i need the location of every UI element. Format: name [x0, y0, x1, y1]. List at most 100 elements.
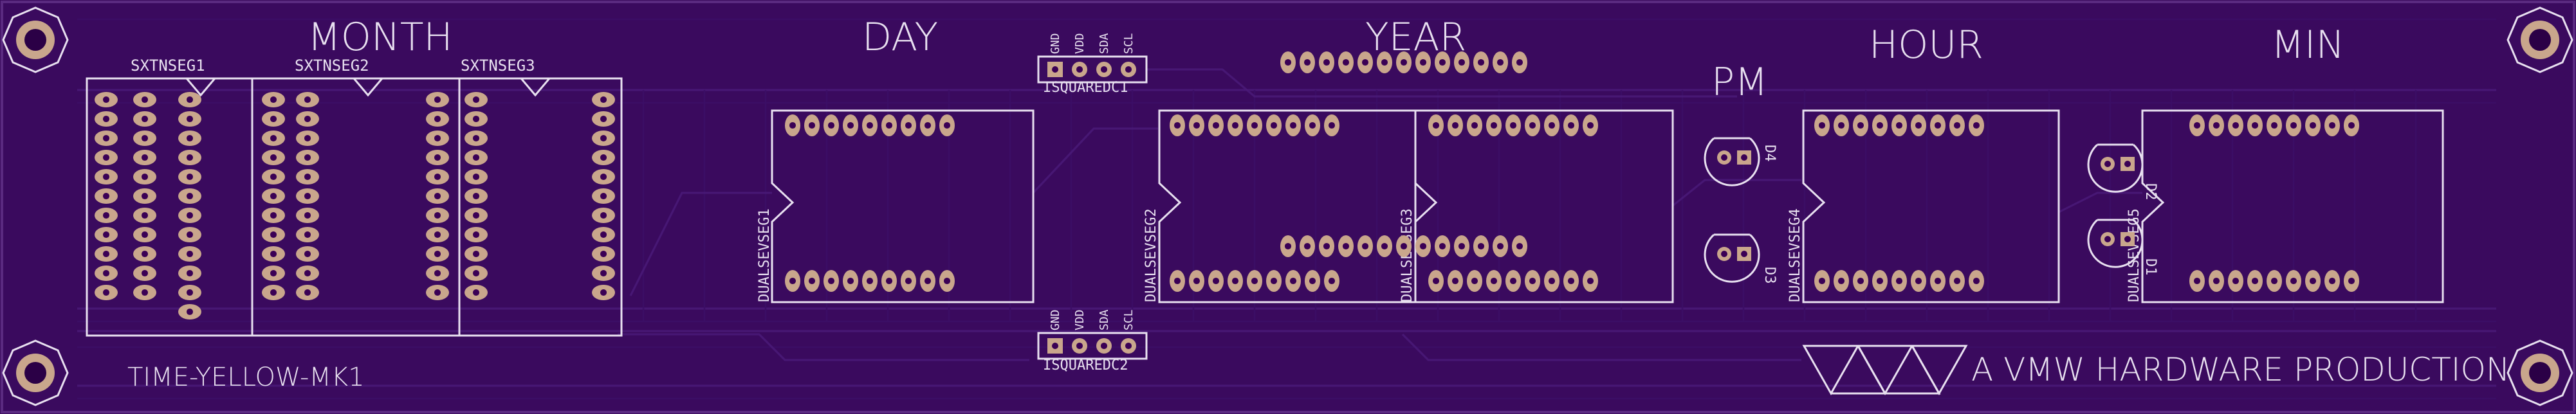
- sxtn-pad-hole: [186, 308, 194, 316]
- copper-trace: [2058, 192, 2142, 213]
- sxtn-pad-hole: [141, 96, 149, 104]
- sxtn-pad-hole: [186, 115, 194, 123]
- dualsevseg-pads: [785, 114, 2359, 292]
- sxtn-pad-hole: [434, 154, 441, 161]
- sxtn-pad-hole: [102, 289, 110, 296]
- dual-pad-bottom-hole: [885, 277, 893, 285]
- board-title: TIME-YELLOW-MK1: [127, 363, 365, 392]
- sxtn-pad-hole: [600, 269, 607, 277]
- year-top-pad-hole: [1516, 59, 1523, 66]
- sxtn-pad-hole: [141, 173, 149, 181]
- sxtn-pad-hole: [102, 115, 110, 123]
- dual-pad-top-hole: [1451, 122, 1459, 129]
- sxtn-pad-hole: [186, 173, 194, 181]
- sxtn-pad-hole: [472, 289, 480, 296]
- led-d1-outline: [2087, 219, 2144, 268]
- dual-pad-top-hole: [1895, 122, 1903, 129]
- dual-pad-top-hole: [905, 122, 912, 129]
- sxtn-pad-hole: [102, 192, 110, 200]
- dual-pad-top-hole: [1432, 122, 1440, 129]
- copper-traces: [77, 18, 2496, 400]
- year-top-pad-hole: [1323, 59, 1330, 66]
- sxtn-pad-hole: [600, 289, 607, 296]
- sxtn-pad-hole: [102, 134, 110, 142]
- sxtn-pad-hole: [186, 212, 194, 219]
- day-label: DAY: [862, 15, 938, 60]
- sxtn-pad-hole: [141, 269, 149, 277]
- dualsevseg5-label: DUALSEVSEG5: [2126, 208, 2142, 302]
- dual-pad-top-hole: [827, 122, 835, 129]
- dual-pad-bottom-hole: [808, 277, 816, 285]
- sxtn-pad-hole: [141, 250, 149, 258]
- sxtn-pad-hole: [141, 134, 149, 142]
- dual-pad-top-hole: [1953, 122, 1961, 129]
- sxtn-pad-hole: [472, 250, 480, 258]
- dual-pad-bottom-hole: [1876, 277, 1884, 285]
- year-top-pad-hole: [1400, 59, 1408, 66]
- sxtnseg2-notch: [353, 78, 383, 97]
- sxtn-pad-hole: [270, 269, 277, 277]
- sxtn-pad-hole: [141, 212, 149, 219]
- dual-pad-top-hole: [2290, 122, 2297, 129]
- mounting-holes: [2, 6, 2573, 406]
- sxtn-pad-hole: [270, 231, 277, 239]
- sxtn-pad-hole: [304, 115, 311, 123]
- sxtn-pad-hole: [434, 173, 441, 181]
- copper-trace: [629, 192, 772, 296]
- sxtn-pad-hole: [472, 269, 480, 277]
- year-mid-pad-hole: [1400, 242, 1408, 250]
- sxtn-pad-hole: [304, 96, 311, 104]
- sxtn-pad-hole: [141, 154, 149, 161]
- dual-pad-bottom-hole: [827, 277, 835, 285]
- dual-pad-top-hole: [2328, 122, 2336, 129]
- dual-pad-bottom-hole: [1915, 277, 1922, 285]
- sxtn-pad-hole: [186, 154, 194, 161]
- dual-pad-bottom-hole: [1289, 277, 1297, 285]
- sxtn-pad-hole: [304, 212, 311, 219]
- year-top-pad-hole: [1342, 59, 1350, 66]
- dualsevseg5-outline: [2141, 109, 2444, 303]
- isquaredc1-outline: [1037, 55, 1148, 84]
- dual-pad-top-hole: [1934, 122, 1942, 129]
- sxtn-pad-hole: [270, 212, 277, 219]
- dual-pad-top-hole: [1857, 122, 1864, 129]
- dual-pad-top-hole: [1251, 122, 1258, 129]
- year-mid-pad-hole: [1303, 242, 1311, 250]
- year-mid-pad-hole: [1516, 242, 1523, 250]
- sxtn-pad-hole: [102, 173, 110, 181]
- sxtn-pad-hole: [186, 250, 194, 258]
- dual-pad-bottom-hole: [1251, 277, 1258, 285]
- sxtn-pad-hole: [600, 134, 607, 142]
- mounting-hole-top-left: [2, 6, 69, 73]
- copper-trace: [618, 333, 1029, 361]
- i2c-pad-hole: [1125, 342, 1132, 350]
- isquaredc2: ISQUAREDC2: [1037, 332, 1148, 374]
- dual-pad-bottom-hole: [789, 277, 796, 285]
- dual-pad-top-hole: [2232, 122, 2240, 129]
- dual-pad-top-hole: [847, 122, 854, 129]
- sxtn-pad-hole: [472, 173, 480, 181]
- sxtn-pad-hole: [270, 154, 277, 161]
- dualsevseg1-outline: [771, 109, 1035, 303]
- sxtn-pad-hole: [434, 96, 441, 104]
- dual-pad-top-hole: [2348, 122, 2355, 129]
- sxtn-pad-hole: [434, 192, 441, 200]
- dual-pad-bottom-hole: [1328, 277, 1336, 285]
- dualsevseg4-label: DUALSEVSEG4: [1787, 208, 1803, 302]
- dual-pad-top-hole: [1231, 122, 1239, 129]
- sxtn-pad-hole: [270, 289, 277, 296]
- dual-pad-top-hole: [1973, 122, 1980, 129]
- dualsevseg1-label: DUALSEVSEG1: [757, 208, 773, 302]
- sxtnseg3-notch: [520, 78, 551, 97]
- sxtn-pad-hole: [102, 231, 110, 239]
- year-mid-pad-hole: [1419, 242, 1427, 250]
- dual-pad-bottom-hole: [1451, 277, 1459, 285]
- dual-pad-bottom-hole: [1231, 277, 1239, 285]
- led-d4-label: D4: [1762, 145, 1778, 162]
- sxtn-pad-hole: [270, 192, 277, 200]
- year-top-pad-hole: [1361, 59, 1369, 66]
- dual-pad-bottom-hole: [2328, 277, 2336, 285]
- sxtn-pad-hole: [472, 231, 480, 239]
